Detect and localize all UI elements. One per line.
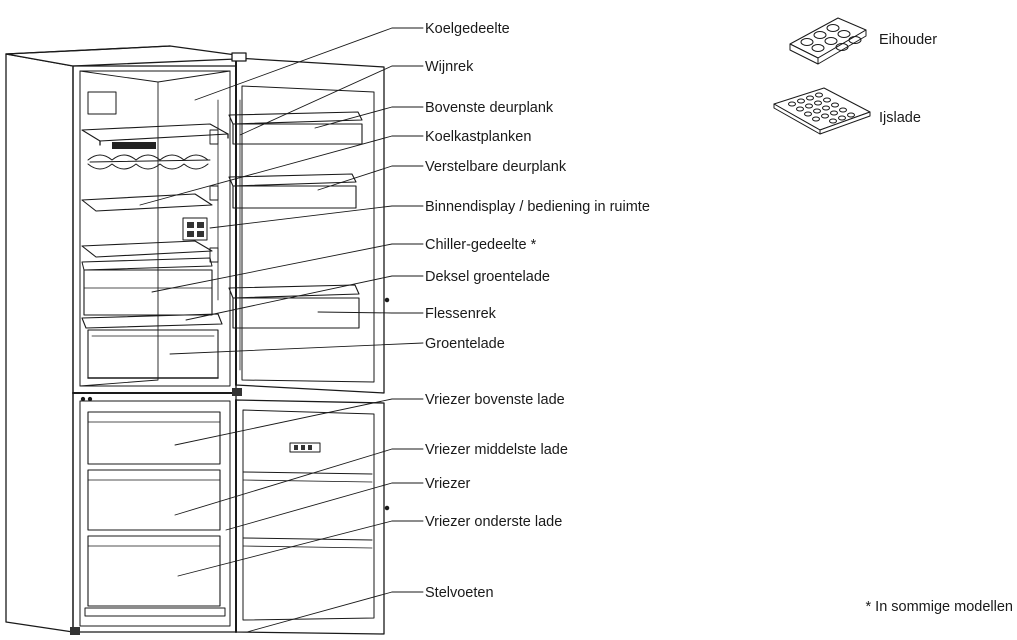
label-verstelbare-deurplank: Verstelbare deurplank	[425, 159, 567, 175]
ice-tray-illustration	[773, 87, 871, 135]
label-vriezer: Vriezer	[425, 476, 471, 492]
label-bovenste-deurplank: Bovenste deurplank	[425, 100, 554, 116]
leader-lines	[139, 27, 424, 633]
fridge-door	[228, 52, 390, 394]
label-vriezer-bovenste-lade: Vriezer bovenste lade	[425, 392, 565, 408]
label-koelkastplanken: Koelkastplanken	[425, 129, 531, 145]
label-deksel-groentelade: Deksel groentelade	[425, 269, 550, 285]
callout-labels: Koelgedeelte Wijnrek Bovenste deurplank …	[425, 21, 650, 601]
label-binnendisplay: Binnendisplay / bediening in ruimte	[425, 199, 650, 215]
label-wijnrek: Wijnrek	[425, 59, 474, 75]
cabinet	[5, 45, 237, 635]
label-ijslade: Ijslade	[879, 110, 921, 126]
accessory-labels: Eihouder Ijslade	[879, 32, 937, 126]
label-groentelade: Groentelade	[425, 336, 505, 352]
label-flessenrek: Flessenrek	[425, 306, 497, 322]
label-chiller-gedeelte: Chiller-gedeelte *	[425, 237, 537, 253]
footnote: * In sommige modellen	[866, 599, 1014, 615]
label-koelgedeelte: Koelgedeelte	[425, 21, 510, 37]
label-vriezer-middelste-lade: Vriezer middelste lade	[425, 442, 568, 458]
label-stelvoeten: Stelvoeten	[425, 585, 494, 601]
label-eihouder: Eihouder	[879, 32, 937, 48]
freezer-door	[232, 388, 390, 635]
label-vriezer-onderste-lade: Vriezer onderste lade	[425, 514, 562, 530]
egg-holder-illustration	[789, 17, 867, 65]
